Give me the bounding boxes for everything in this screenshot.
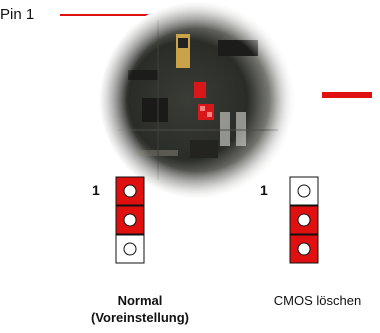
pin-circle-icon xyxy=(297,213,311,227)
jumper-normal xyxy=(115,176,145,264)
pin-circle-icon xyxy=(123,242,137,256)
clear-pin-number: 1 xyxy=(260,182,268,198)
caption-clear-cmos: CMOS löschen xyxy=(273,293,362,308)
caption-normal-line1: Normal xyxy=(117,293,163,308)
normal-pin-number: 1 xyxy=(92,182,100,198)
caption-normal: Normal (Voreinstellung) xyxy=(76,292,204,326)
jumper-clear-cmos xyxy=(289,176,319,264)
marker-bar xyxy=(322,92,372,98)
pin1-label: Pin 1 xyxy=(0,6,35,23)
pin-circle-icon xyxy=(297,184,311,198)
pin-circle-icon xyxy=(297,242,311,256)
caption-normal-line2: (Voreinstellung) xyxy=(91,310,189,325)
motherboard-photo xyxy=(99,1,297,199)
pin-circle-icon xyxy=(123,184,137,198)
pin-circle-icon xyxy=(123,213,137,227)
